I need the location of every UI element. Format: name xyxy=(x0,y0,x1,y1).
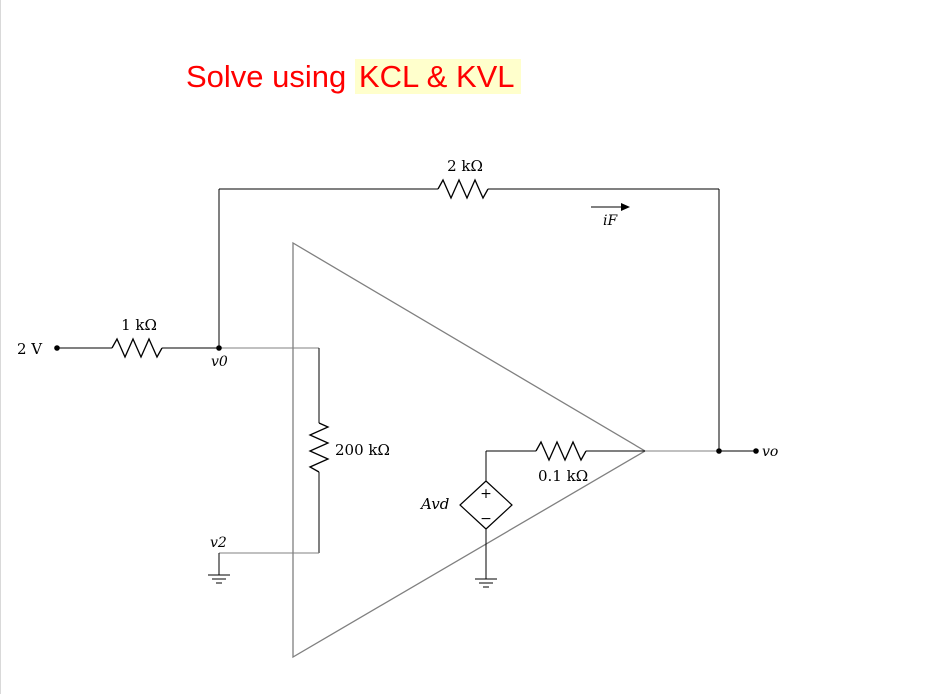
page-edge-divider xyxy=(0,0,1,694)
opamp-triangle xyxy=(292,241,647,659)
label-source: 2 V xyxy=(17,340,43,358)
node-v0 xyxy=(216,345,222,351)
node-output-junction xyxy=(716,448,722,454)
label-r-in: 1 kΩ xyxy=(121,316,157,334)
label-r-0.1k: 0.1 kΩ xyxy=(538,467,588,485)
label-dep-source: Avd xyxy=(419,495,449,513)
label-current-if: iF xyxy=(603,213,618,229)
label-node-v2: v2 xyxy=(210,535,227,551)
ground-symbol-left xyxy=(208,574,230,584)
node-vo xyxy=(753,448,759,454)
label-node-v0: v0 xyxy=(211,354,228,370)
dep-source-minus: − xyxy=(480,511,492,527)
node-source xyxy=(54,345,60,351)
resistor-1k xyxy=(111,337,163,359)
problem-title: Solve using KCL & KVL xyxy=(186,52,521,102)
label-r-feedback: 2 kΩ xyxy=(447,157,483,175)
label-r-200k: 200 kΩ xyxy=(335,441,390,459)
ground-symbol-right xyxy=(475,578,497,588)
title-prefix: Solve using xyxy=(186,59,355,94)
title-highlight: KCL & KVL xyxy=(354,59,521,94)
resistor-200k xyxy=(308,422,330,473)
label-node-vo: vo xyxy=(762,444,778,460)
resistor-2k xyxy=(437,178,489,200)
current-arrow-head xyxy=(621,203,630,211)
dep-source-plus: + xyxy=(480,486,492,502)
resistor-0.1k xyxy=(535,440,587,462)
